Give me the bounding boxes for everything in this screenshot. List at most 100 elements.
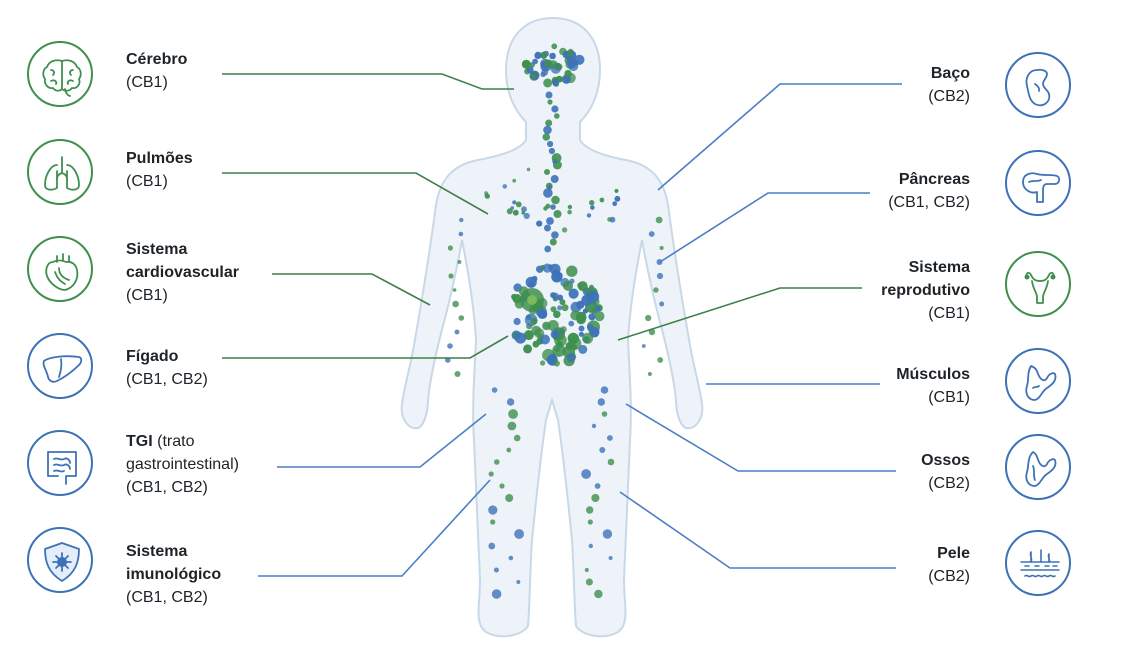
receptor-dot	[597, 398, 605, 406]
receptor-dot	[454, 371, 461, 377]
spleen-icon	[1005, 52, 1071, 118]
receptor-dot	[546, 217, 554, 225]
receptor-dot	[553, 310, 561, 319]
label-reprodutivo: Sistema reprodutivo (CB1)	[881, 256, 970, 325]
receptor-dot	[607, 435, 613, 441]
receptor-dot	[540, 51, 548, 59]
receptor-dot	[540, 360, 546, 366]
receptor-dot	[586, 506, 594, 514]
receptor-dot	[484, 193, 490, 199]
receptor-dot	[594, 311, 605, 322]
receptor-dot	[607, 458, 615, 466]
receptor-dot	[567, 209, 572, 215]
receptor-dot	[653, 287, 659, 293]
immune-shield-icon	[27, 527, 93, 593]
receptor-dot	[490, 519, 496, 525]
receptor-dot	[488, 471, 494, 477]
receptor-dot	[553, 210, 562, 218]
connector-tgi	[277, 413, 487, 468]
receptor-dot	[505, 494, 514, 502]
receptor-dot	[488, 542, 496, 550]
receptor-dot	[567, 204, 573, 210]
receptor-dot	[514, 529, 524, 539]
receptor-dot	[511, 293, 517, 300]
connector-pancreas	[659, 192, 870, 263]
receptor-dot	[543, 125, 552, 135]
receptor-types: (CB1)	[126, 74, 168, 91]
receptor-dot	[551, 43, 558, 50]
connector-baco	[657, 83, 902, 191]
uterus-icon	[1005, 251, 1071, 317]
receptor-dot	[566, 51, 573, 57]
receptor-dot	[612, 201, 618, 207]
receptor-dot	[514, 332, 527, 344]
receptor-dot	[560, 326, 567, 333]
receptor-dot	[577, 281, 588, 292]
receptor-dot	[457, 260, 462, 264]
organ-name: Fígado	[126, 348, 179, 365]
receptor-dot	[447, 343, 453, 349]
label-pancreas: Pâncreas (CB1, CB2)	[888, 168, 970, 214]
receptor-dot	[549, 238, 557, 246]
receptor-dot	[609, 216, 616, 223]
receptor-dot	[600, 386, 609, 394]
receptor-dot	[458, 315, 465, 321]
connector-lines	[222, 73, 902, 577]
connector-imuno	[258, 479, 491, 577]
receptor-dot	[448, 273, 454, 279]
receptor-dot	[523, 330, 534, 341]
label-cerebro: Cérebro (CB1)	[126, 48, 187, 94]
label-cardio: Sistema cardiovascular (CB1)	[126, 238, 239, 307]
receptor-dot	[557, 305, 563, 311]
receptor-dot	[547, 140, 554, 148]
receptor-dot	[532, 58, 538, 65]
receptor-dot	[561, 304, 569, 312]
receptor-dot	[532, 340, 540, 348]
receptor-dot	[561, 227, 568, 233]
receptor-dot	[566, 265, 578, 277]
organ-name: Ossos	[921, 452, 970, 469]
receptor-dot	[506, 208, 513, 215]
receptor-dot	[659, 245, 664, 251]
receptor-dot	[599, 197, 605, 203]
receptor-dot	[559, 299, 566, 306]
label-ossos: Ossos (CB2)	[921, 449, 970, 495]
receptor-dot	[655, 216, 663, 224]
receptor-dot	[578, 325, 585, 332]
receptor-dot	[578, 331, 585, 337]
receptor-dot	[515, 201, 522, 208]
receptor-dot	[552, 269, 560, 278]
receptor-dot	[540, 334, 550, 345]
receptor-types: (CB1)	[928, 389, 970, 406]
receptor-dot	[548, 147, 556, 155]
receptor-dot	[547, 184, 553, 190]
receptor-dot	[544, 59, 552, 68]
receptor-dot	[564, 69, 572, 78]
receptor-dot	[526, 167, 531, 172]
organ-name-line1: Sistema	[126, 543, 188, 560]
connector-pulmoes	[222, 172, 489, 215]
receptor-dot	[508, 409, 518, 419]
label-tgi: TGI (trato gastrointestinal) (CB1, CB2)	[126, 430, 239, 499]
receptor-dot	[529, 73, 536, 80]
receptor-dot	[552, 79, 559, 87]
receptor-types: (CB1)	[126, 173, 168, 190]
receptor-dot	[656, 272, 664, 280]
brain-icon	[27, 41, 93, 107]
receptor-dot	[554, 113, 560, 119]
organ-name-line2: imunológico	[126, 566, 222, 583]
label-musculos: Músculos (CB1)	[896, 363, 970, 409]
organ-name-line2: cardiovascular	[126, 264, 239, 281]
receptor-dot	[647, 372, 652, 376]
receptor-dot	[590, 205, 595, 210]
receptor-dot	[581, 294, 593, 306]
receptor-types: (CB1, CB2)	[126, 479, 208, 496]
organ-name: Cérebro	[126, 51, 188, 68]
receptor-dot	[534, 51, 542, 60]
receptor-dot	[553, 360, 560, 367]
receptor-types: (CB1, CB2)	[126, 589, 208, 606]
receptor-dot	[542, 133, 551, 141]
organ-name-suffix: (trato	[157, 433, 195, 450]
receptor-dot	[447, 245, 453, 251]
